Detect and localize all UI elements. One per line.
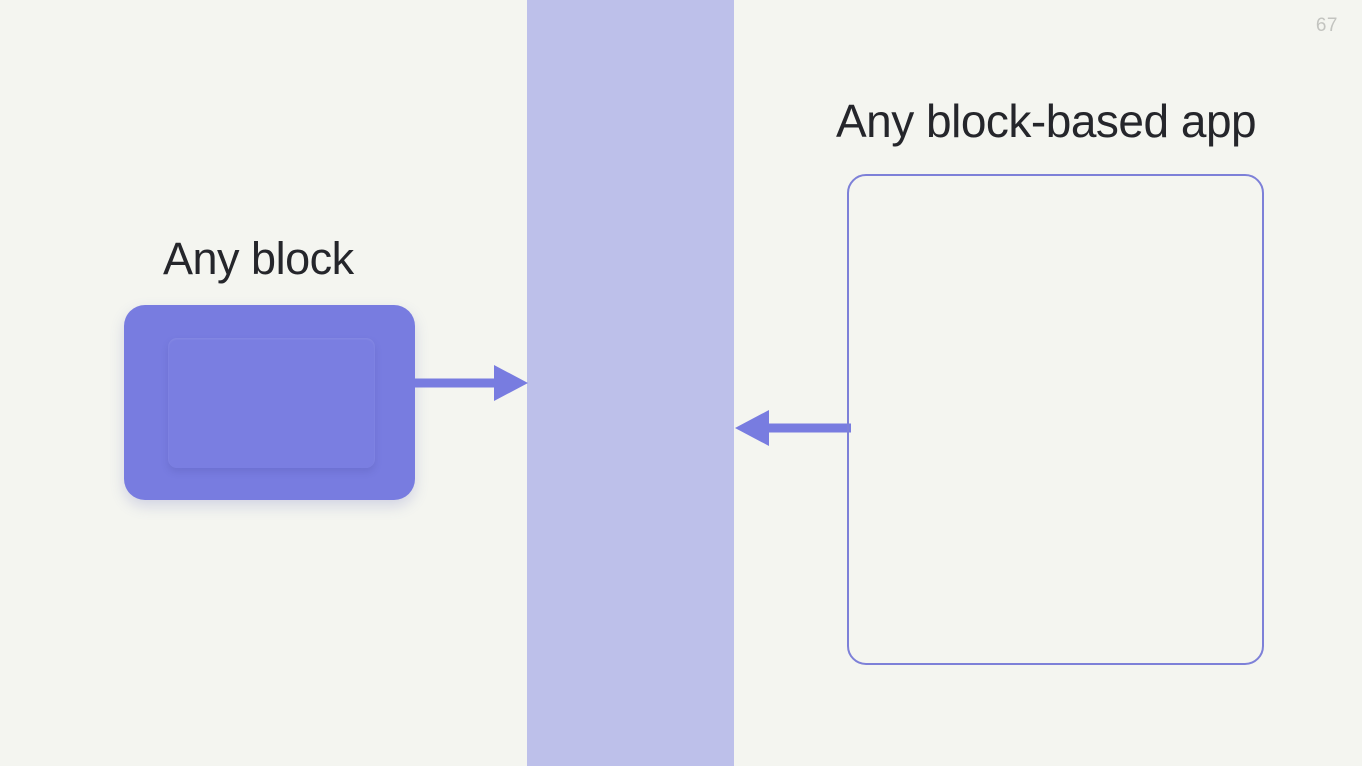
page-number: 67 <box>1315 15 1338 36</box>
arrow-left-icon <box>733 405 851 456</box>
any-block-inner-shape <box>168 338 375 468</box>
any-block-based-app-shape <box>847 174 1264 665</box>
any-block-shape <box>124 305 415 500</box>
center-vertical-band <box>527 0 734 766</box>
arrow-right-icon <box>412 360 530 411</box>
left-heading: Any block <box>163 233 354 284</box>
right-heading: Any block-based app <box>836 95 1257 147</box>
